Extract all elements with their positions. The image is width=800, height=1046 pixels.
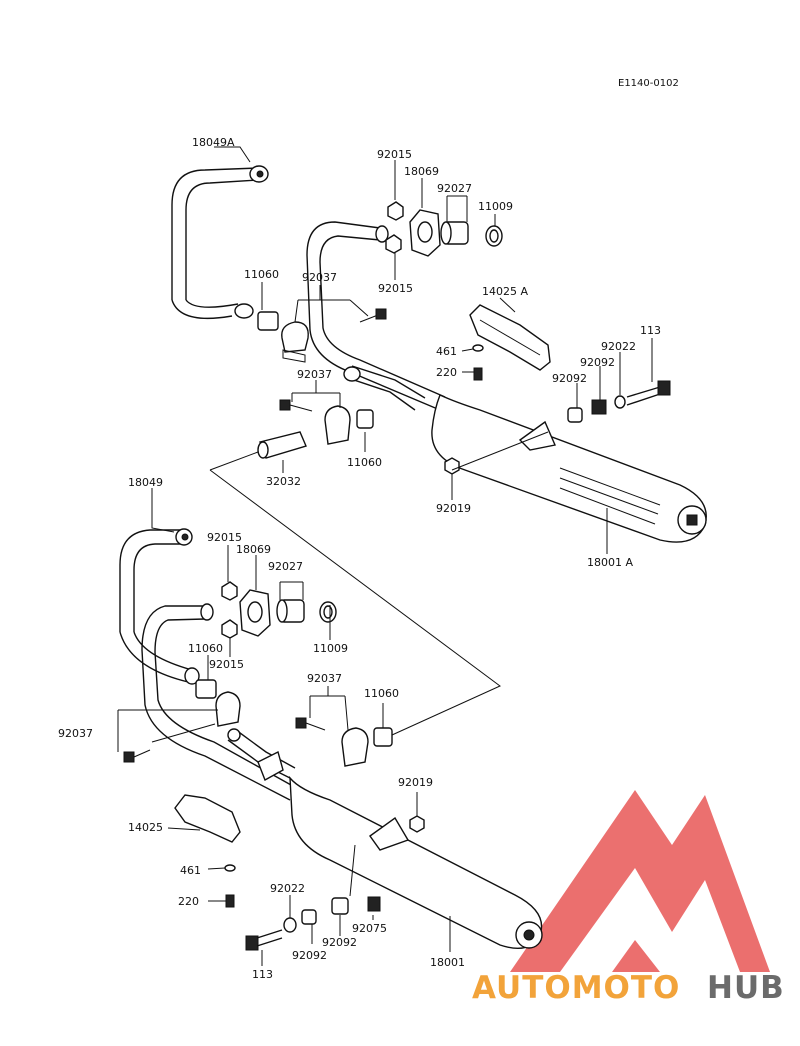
part-labels: 18049A 92015 18069 92027 11009 11060 920… <box>58 136 661 981</box>
label-18049A: 18049A <box>192 136 235 149</box>
label-92037: 92037 <box>58 727 93 740</box>
part-92015-nuts-top <box>385 201 404 254</box>
label-92037: 92037 <box>302 271 337 284</box>
label-32032: 32032 <box>266 475 301 488</box>
label-92037: 92037 <box>297 368 332 381</box>
label-14025A: 14025 A <box>482 285 528 298</box>
part-14025-heat-shield <box>174 794 241 843</box>
part-92037-clamp-b <box>279 399 351 445</box>
part-92037-bolt-a <box>359 308 387 323</box>
label-92037: 92037 <box>307 672 342 685</box>
label-92015: 92015 <box>378 282 413 295</box>
label-461: 461 <box>436 345 457 358</box>
part-220-bolt-bottom <box>225 894 235 908</box>
part-18049A-pipe <box>171 165 269 320</box>
label-92022: 92022 <box>270 882 305 895</box>
part-92037-clamp-a <box>281 321 309 363</box>
label-113: 113 <box>252 968 273 981</box>
watermark-text-accent: AUTOMOTO <box>472 970 680 1006</box>
label-18069: 18069 <box>404 165 439 178</box>
leader-lines <box>117 146 653 966</box>
part-220-bolt-top <box>473 367 483 381</box>
label-92092: 92092 <box>580 356 615 369</box>
part-rear-bolt-stack-top <box>567 380 671 423</box>
label-14025: 14025 <box>128 821 163 834</box>
label-11009: 11009 <box>313 642 348 655</box>
part-11060-gasket <box>257 311 279 331</box>
part-11060-gasket-b <box>356 409 374 429</box>
label-461: 461 <box>180 864 201 877</box>
label-11060: 11060 <box>347 456 382 469</box>
label-92075: 92075 <box>352 922 387 935</box>
label-18049: 18049 <box>128 476 163 489</box>
label-92015: 92015 <box>207 531 242 544</box>
part-14025A-heat-shield <box>469 304 551 371</box>
label-18001: 18001 <box>430 956 465 969</box>
part-11009-ring-b <box>319 601 337 623</box>
label-92092: 92092 <box>322 936 357 949</box>
label-11060: 11060 <box>364 687 399 700</box>
label-18069: 18069 <box>236 543 271 556</box>
diagram-code: E1140-0102 <box>618 78 679 89</box>
watermark-logo <box>510 790 770 972</box>
part-92027-collar <box>440 221 469 245</box>
part-lower-exhaust-pipe <box>141 603 301 801</box>
label-92019: 92019 <box>436 502 471 515</box>
label-11060: 11060 <box>188 642 223 655</box>
label-92015: 92015 <box>209 658 244 671</box>
watermark-text-dark: HUB <box>707 970 785 1006</box>
label-92022: 92022 <box>601 340 636 353</box>
part-18069-flange <box>409 209 441 257</box>
part-11060-gasket-c <box>195 679 217 699</box>
label-92027: 92027 <box>268 560 303 573</box>
label-18001A: 18001 A <box>587 556 633 569</box>
label-11009: 11009 <box>478 200 513 213</box>
part-92019-nut-bottom <box>409 815 425 833</box>
label-92092: 92092 <box>552 372 587 385</box>
part-rear-bolt-stack-bottom <box>245 896 381 951</box>
part-92019-nut-top <box>444 457 460 475</box>
label-92092: 92092 <box>292 949 327 962</box>
part-92037-clamp-c <box>123 691 241 763</box>
label-92027: 92027 <box>437 182 472 195</box>
part-upper-exhaust-pipe <box>306 221 446 411</box>
part-32032-pipe-joint <box>257 431 307 459</box>
label-113: 113 <box>640 324 661 337</box>
part-18001-muffler <box>289 775 543 949</box>
part-92015-nuts-bottom <box>221 581 238 639</box>
label-11060: 11060 <box>244 268 279 281</box>
label-92019: 92019 <box>398 776 433 789</box>
part-11009-ring <box>485 225 503 247</box>
part-11060-gasket-d <box>373 727 393 747</box>
part-18069-flange-b <box>239 589 271 637</box>
label-220: 220 <box>436 366 457 379</box>
label-220: 220 <box>178 895 199 908</box>
part-92027-collar-b <box>276 599 305 623</box>
label-92015: 92015 <box>377 148 412 161</box>
part-461-washer-top <box>472 344 484 352</box>
part-92037-clamp-d <box>295 717 369 767</box>
part-461-washer-bottom <box>224 864 236 872</box>
